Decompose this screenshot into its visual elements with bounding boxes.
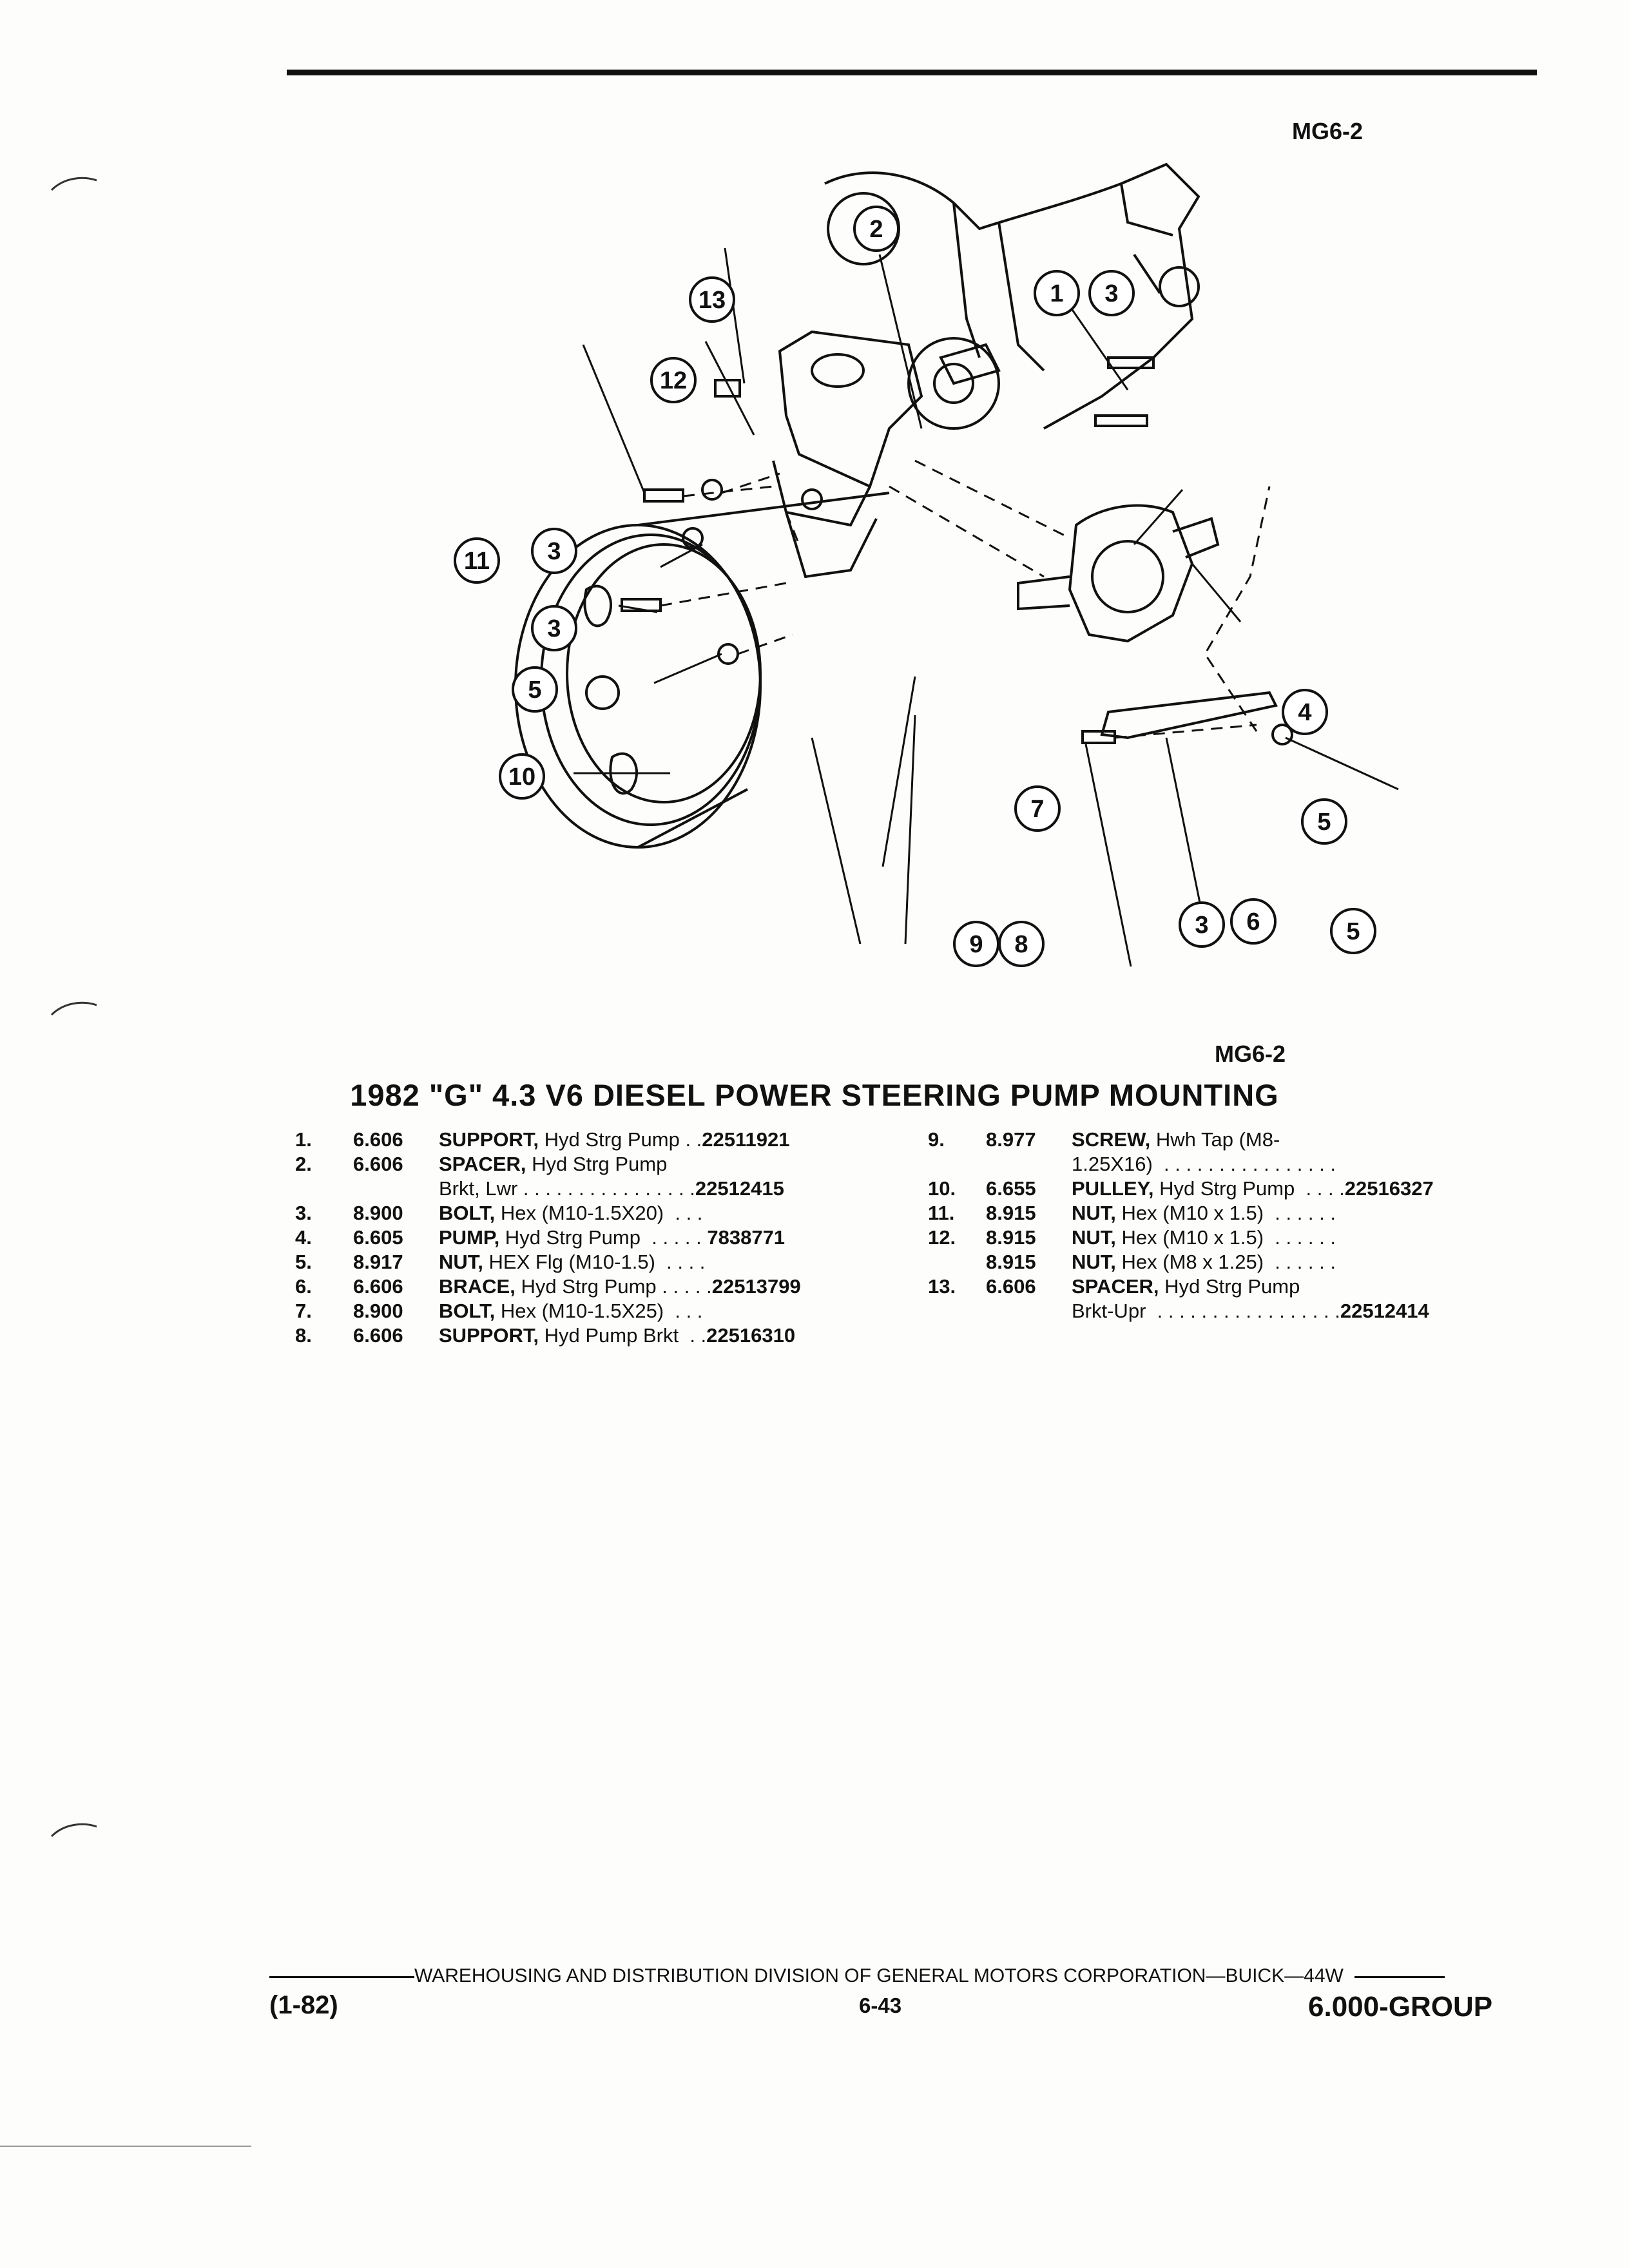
part-row: 2.6.606 SPACER, Hyd Strg Pump	[295, 1153, 668, 1175]
callout-4: 4	[1298, 699, 1311, 726]
part-row: 6.6.606 BRACE, Hyd Strg Pump . . . . .22…	[295, 1275, 801, 1298]
callout-12: 12	[660, 367, 687, 394]
top-rule	[287, 70, 1537, 75]
upper-spacer	[939, 343, 1001, 385]
part-row: 8.915 NUT, Hex (M8 x 1.25) . . . . . .	[986, 1251, 1336, 1273]
punch-hole-mark	[50, 177, 97, 191]
callout-11-wrap: 11	[454, 537, 500, 584]
part-row: Brkt, Lwr . . . . . . . . . . . . . . . …	[439, 1177, 784, 1200]
callout-5-bottom: 5	[1346, 918, 1360, 945]
callout-10: 10	[508, 764, 535, 791]
part-row: 4.6.605 PUMP, Hyd Strg Pump . . . . . 78…	[295, 1226, 786, 1249]
callout-13: 13	[699, 287, 726, 314]
part-row: 11.8.915 NUT, Hex (M10 x 1.5) . . . . . …	[928, 1202, 1336, 1224]
callout-11: 11	[464, 548, 490, 575]
callout-3-bottom: 3	[1195, 912, 1208, 939]
figure-code-top: MG6-2	[1292, 118, 1364, 144]
callout-7: 7	[1030, 796, 1044, 823]
parts-list-right: 9.8.977 SCREW, Hwh Tap (M8- 1.25X16) . .…	[928, 1128, 1547, 1323]
footer-page-number: 6-43	[859, 1994, 902, 2017]
part-row: Brkt-Upr . . . . . . . . . . . . . . . .…	[1072, 1300, 1429, 1322]
part-row: 13.6.606 SPACER, Hyd Strg Pump	[928, 1275, 1300, 1298]
part-row: 7.8.900 BOLT, Hex (M10-1.5X25) . . .	[295, 1300, 703, 1322]
part-row: 8.6.606 SUPPORT, Hyd Pump Brkt . .225163…	[295, 1324, 796, 1347]
callout-6: 6	[1246, 908, 1260, 936]
part-row: 10.6.655 PULLEY, Hyd Strg Pump . . . .22…	[928, 1177, 1434, 1200]
callout-5-right: 5	[1317, 809, 1331, 836]
callout-3-left: 3	[547, 538, 561, 565]
support-bracket	[778, 330, 923, 488]
scan-edge-line	[0, 2146, 251, 2147]
footer-group: 6.000-GROUP	[1308, 1991, 1493, 2023]
part-row: 1.25X16) . . . . . . . . . . . . . . . .	[1072, 1153, 1336, 1175]
lower-support	[772, 460, 878, 579]
callout-3-top: 3	[1104, 280, 1118, 307]
callout-5-left: 5	[528, 677, 541, 704]
pump-body	[1068, 504, 1194, 643]
callout-9: 9	[969, 931, 983, 958]
footer-date: (1-82)	[269, 1991, 338, 2019]
footer-division: WAREHOUSING AND DISTRIBUTION DIVISION OF…	[269, 1965, 1445, 1987]
part-row: 12.8.915 NUT, Hex (M10 x 1.5) . . . . . …	[928, 1226, 1336, 1249]
punch-hole-mark	[50, 1823, 97, 1838]
punch-hole-mark	[50, 1001, 97, 1016]
page-title: 1982 "G" 4.3 V6 DIESEL POWER STEERING PU…	[350, 1078, 1279, 1112]
callout-1: 1	[1050, 280, 1063, 307]
figure-code-bottom: MG6-2	[1215, 1041, 1286, 1067]
part-row: 9.8.977 SCREW, Hwh Tap (M8-	[928, 1128, 1280, 1151]
brace	[1100, 691, 1278, 740]
callout-3-mid: 3	[547, 615, 561, 642]
part-row: 5.8.917 NUT, HEX Flg (M10-1.5) . . . .	[295, 1251, 706, 1273]
part-row: 3.8.900 BOLT, Hex (M10-1.5X20) . . .	[295, 1202, 703, 1224]
exploded-diagram: 2 1 3 3 4 5 3 6 5 7 8 9 10 5 3 12 13	[499, 162, 1399, 967]
part-row: 1.6.606 SUPPORT, Hyd Strg Pump . .225119…	[295, 1128, 790, 1151]
parts-list-left: 1.6.606 SUPPORT, Hyd Strg Pump . .225119…	[295, 1128, 875, 1348]
callout-8: 8	[1014, 931, 1028, 958]
callout-2: 2	[869, 216, 883, 243]
